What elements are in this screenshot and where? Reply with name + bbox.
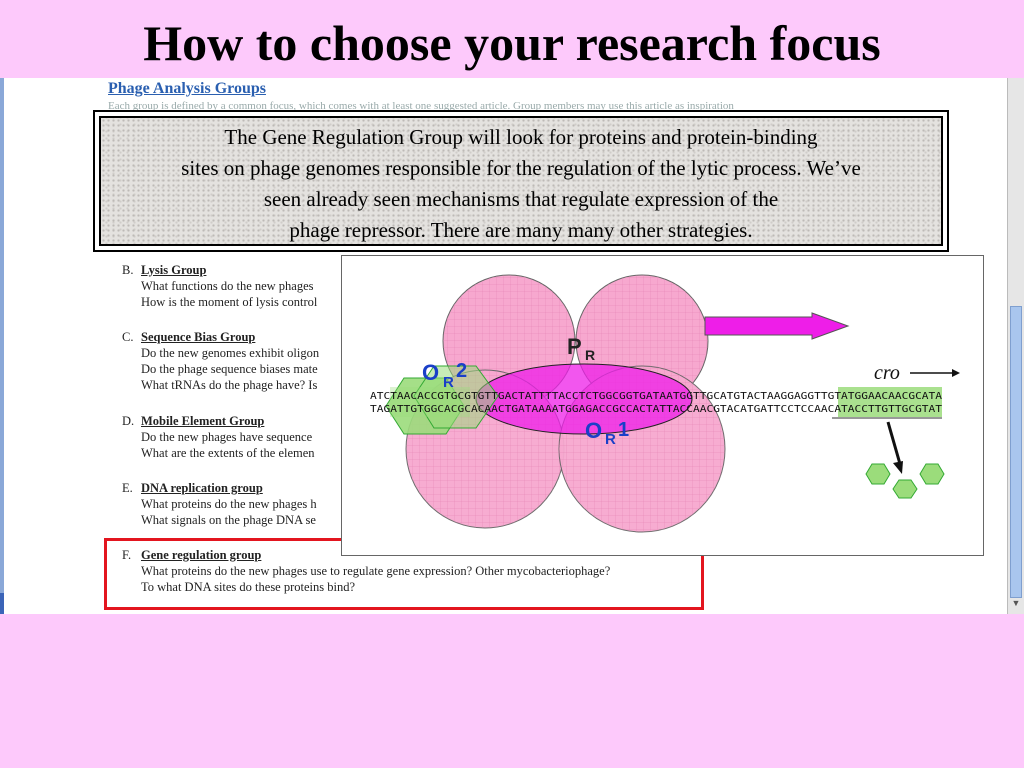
dna-top-strand: ATCTAACACCGTGCGTGTTGACTATTTTACCTCTGGCGGT… [370,391,942,402]
promoter-operator-diagram: ATCTAACACCGTGCGTGTTGACTATTTTACCTCTGGCGGT… [370,274,960,533]
or2-label-num: 2 [456,360,467,382]
group-title-link[interactable]: DNA replication group [141,481,263,495]
scrollbar[interactable]: ▼ [1007,78,1024,614]
or1-label-main: O [585,418,602,443]
cro-protein-icon [919,463,945,485]
left-window-edge-accent [0,593,4,614]
pr-label-main: P [567,334,582,359]
slide-title: How to choose your research focus [143,15,881,71]
group-line: What proteins do the new phages h [141,497,317,511]
group-line: Do the new phages have sequence [141,430,313,444]
group-line: What signals on the phage DNA se [141,513,316,527]
group-line: How is the moment of lysis control [141,295,318,309]
left-window-edge [0,78,4,614]
group-mobile-element: D. Mobile Element Group Do the new phage… [122,413,315,461]
group-letter: C. [122,330,134,344]
dna-highlight-cro-start [838,387,942,417]
cro-protein-icon [892,479,918,499]
or2-label-sub: R [443,374,454,391]
callout-line: phage repressor. There are many many oth… [289,218,753,242]
group-line: Do the new genomes exhibit oligon [141,346,320,360]
group-line: What tRNAs do the phage have? Is [141,378,318,392]
group-line: What functions do the new phages [141,279,314,293]
scroll-down-arrow-icon[interactable]: ▼ [1011,598,1021,608]
group-line: What are the extents of the elemen [141,446,315,460]
translation-arrow-line [886,421,902,465]
cro-label: cro [874,362,900,384]
group-title-link[interactable]: Sequence Bias Group [141,330,256,344]
cro-protein-icon [865,463,891,485]
webpage-heading-link[interactable]: Phage Analysis Groups [108,80,266,97]
group-line: Do the phage sequence biases mate [141,362,318,376]
group-letter: F. [122,548,132,562]
group-letter: D. [122,414,135,428]
group-title-link[interactable]: Mobile Element Group [141,414,265,428]
translation-arrow-head-icon [893,461,903,474]
group-line: What proteins do the new phages use to r… [141,564,611,578]
group-letter: E. [122,481,133,495]
callout-line: seen already seen mechanisms that regula… [263,187,779,211]
scrollbar-thumb[interactable] [1010,306,1022,598]
callout-text-area: The Gene Regulation Group will look for … [99,116,943,246]
group-title-link[interactable]: Lysis Group [141,263,207,277]
or1-label-sub: R [605,431,616,448]
dna-highlight-or2 [390,387,470,417]
webpage-intro-text: Each group is defined by a common focus,… [108,100,734,112]
callout-line: The Gene Regulation Group will look for … [224,125,818,149]
group-dna-replication: E. DNA replication group What proteins d… [122,480,317,528]
group-title-link[interactable]: Gene regulation group [141,548,262,562]
pr-label-sub: R [585,347,595,363]
green-hexagon-right [413,365,499,429]
callout-line: sites on phage genomes responsible for t… [181,156,861,180]
cro-arrow-head-icon [952,369,960,377]
group-lysis: B. Lysis Group What functions do the new… [122,262,317,310]
or1-label-num: 1 [618,419,629,441]
dna-bottom-strand: TAGATTGTGGCACGCACAACTGATAAAATGGAGACCGCCA… [370,404,942,415]
group-gene-regulation: F. Gene regulation group What proteins d… [122,547,610,595]
transcription-arrow-icon [704,312,850,340]
group-line: To what DNA sites do these proteins bind… [141,580,356,594]
gene-regulation-callout: The Gene Regulation Group will look for … [93,110,949,252]
group-letter: B. [122,263,134,277]
or2-label-main: O [422,360,439,385]
promoter-operator-figure: ATCTAACACCGTGCGTGTTGACTATTTTACCTCTGGCGGT… [341,255,984,556]
group-sequence-bias: C. Sequence Bias Group Do the new genome… [122,329,319,393]
